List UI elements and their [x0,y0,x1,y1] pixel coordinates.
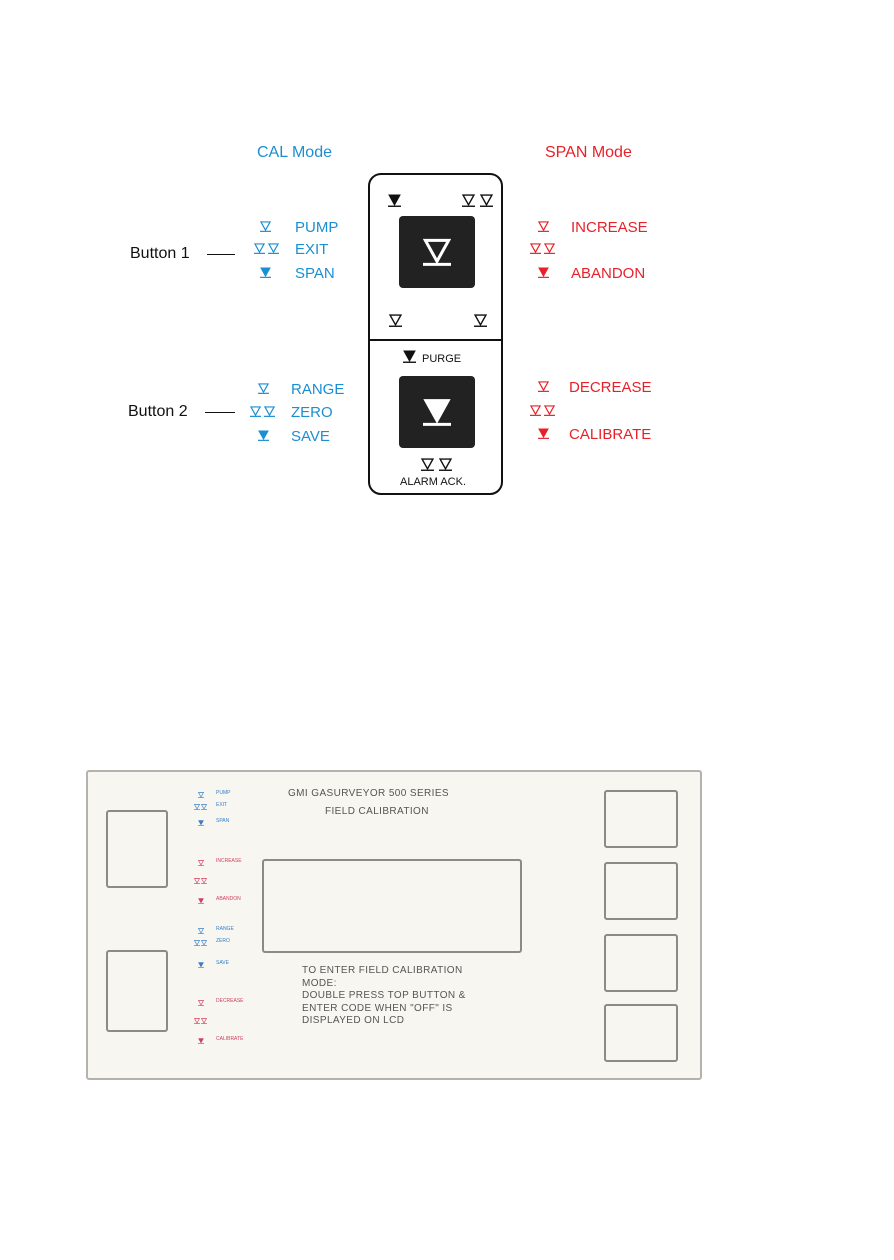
panel-side-box-3[interactable] [604,934,678,992]
hold-icon [198,820,204,826]
purge-label: PURGE [422,353,462,365]
button-2-label: Button 2 [128,403,188,420]
hold-icon [198,962,204,968]
button-2-key[interactable] [399,376,475,448]
panel-span-abandon: ABANDON [216,896,241,902]
panel-button-1[interactable] [106,810,168,888]
panel-cal-span: SPAN [216,818,230,824]
panel-span-decrease: DECREASE [216,998,244,1004]
instruction-line: MODE: [302,977,337,989]
cal-mode-title: CAL Mode [257,144,332,161]
panel-button-2[interactable] [106,950,168,1032]
button-1-label: Button 1 [130,245,190,262]
double-press-icon [544,405,555,416]
cal-save-label: SAVE [291,428,330,445]
span-increase-label: INCREASE [571,219,648,236]
panel-cal-pump: PUMP [216,790,231,796]
double-press-icon [194,878,200,884]
panel-cal-range: RANGE [216,926,234,932]
double-press-icon [194,940,200,946]
calibration-panel: PUMP EXIT SPAN INCREASE ABANDON RANGE ZE… [86,770,702,1080]
hold-icon [198,898,204,904]
instruction-line: DOUBLE PRESS TOP BUTTON & [302,990,466,1001]
double-press-icon [462,194,475,207]
single-press-icon [198,928,204,934]
device-divider [368,339,503,341]
panel-side-box-2[interactable] [604,862,678,920]
double-press-icon [439,458,452,471]
button-2-leader-line [205,412,235,413]
span-decrease-label: DECREASE [569,379,652,396]
panel-side-box-4[interactable] [604,1004,678,1062]
single-press-icon [538,381,549,392]
button-1-leader-line [207,254,235,255]
hold-icon [538,428,549,439]
panel-span-increase: INCREASE [216,858,242,864]
single-press-icon [474,314,487,327]
span-abandon-label: ABANDON [571,265,646,282]
panel-cal-exit: EXIT [216,802,228,808]
double-press-icon [250,406,261,417]
panel-title-line-1: GMI GASURVEYOR 500 SERIES [288,788,449,799]
cal-exit-label: EXIT [295,241,329,258]
cal-zero-label: ZERO [291,404,333,421]
alarm-ack-label: ALARM ACK. [400,476,467,488]
hold-icon [538,267,549,278]
cal-span-label: SPAN [295,265,335,282]
single-press-icon [423,238,451,266]
hold-icon [198,1038,204,1044]
hold-icon [403,350,416,363]
single-press-icon [198,792,204,798]
instruction-line: ENTER CODE WHEN "OFF" IS [302,1002,453,1014]
double-press-icon [268,243,279,254]
double-press-icon [194,1018,200,1024]
single-press-icon [198,860,204,866]
instruction-line: DISPLAYED ON LCD [302,1015,405,1026]
double-press-icon [480,194,493,207]
panel-span-calibrate: CALIBRATE [216,1036,244,1042]
single-press-icon [198,1000,204,1006]
double-press-icon [201,878,207,884]
double-press-icon [530,243,541,254]
double-press-icon [421,458,434,471]
double-press-icon [201,804,207,810]
single-press-icon [389,314,402,327]
panel-cal-save: SAVE [216,960,229,966]
span-calibrate-label: CALIBRATE [569,426,652,443]
panel-side-box-1[interactable] [604,790,678,848]
hold-icon [260,267,271,278]
panel-title-line-2: FIELD CALIBRATION [325,806,429,817]
hold-icon [258,430,269,441]
panel-instructions: TO ENTER FIELD CALIBRATION MODE: DOUBLE … [302,965,466,1028]
device-outline [368,173,503,495]
double-press-icon [254,243,265,254]
instruction-line: TO ENTER FIELD CALIBRATION [302,965,463,976]
panel-cal-zero: ZERO [216,938,230,944]
single-press-icon [258,383,269,394]
single-press-icon [260,221,271,232]
cal-range-label: RANGE [291,381,345,398]
double-press-icon [201,940,207,946]
double-press-icon [201,1018,207,1024]
double-press-icon [530,405,541,416]
double-press-icon [194,804,200,810]
double-press-icon [544,243,555,254]
cal-pump-label: PUMP [295,219,339,236]
button-1-key[interactable] [399,216,475,288]
lcd-display-window [262,859,522,953]
double-press-icon [264,406,275,417]
hold-icon [423,398,451,426]
span-mode-title: SPAN Mode [545,144,632,161]
hold-icon [388,194,401,207]
single-press-icon [538,221,549,232]
